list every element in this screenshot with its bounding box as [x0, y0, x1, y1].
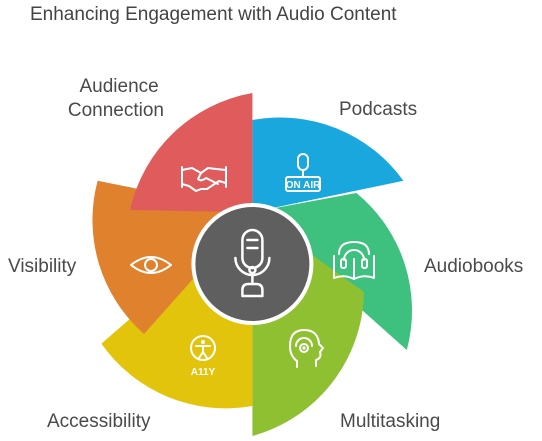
label-multitasking: Multitasking: [340, 411, 440, 432]
on-air-text: ON AIR: [286, 180, 321, 191]
eye-icon: [130, 256, 172, 274]
headphones-book-icon: [333, 241, 375, 280]
microphone-icon: [234, 228, 271, 298]
center-hub: [195, 207, 310, 321]
diagram-title: Enhancing Engagement with Audio Content: [30, 4, 397, 25]
label-accessibility: Accessibility: [47, 411, 151, 432]
label-audience-connection: Audience Connection: [68, 76, 164, 121]
label-audience-line-2: Connection: [68, 100, 164, 121]
handshake-icon: [181, 166, 227, 192]
head-headset-icon: [289, 329, 324, 368]
label-visibility: Visibility: [8, 256, 77, 277]
label-audiobooks: Audiobooks: [424, 256, 523, 277]
segment-podcasts: [252, 117, 404, 213]
a11y-text: A11Y: [191, 367, 216, 378]
label-audience-line-1: Audience: [79, 76, 158, 97]
accessibility-person-icon: A11Y: [190, 335, 216, 378]
on-air-microphone-icon: ON AIR: [285, 153, 321, 192]
label-podcasts: Podcasts: [339, 99, 417, 120]
